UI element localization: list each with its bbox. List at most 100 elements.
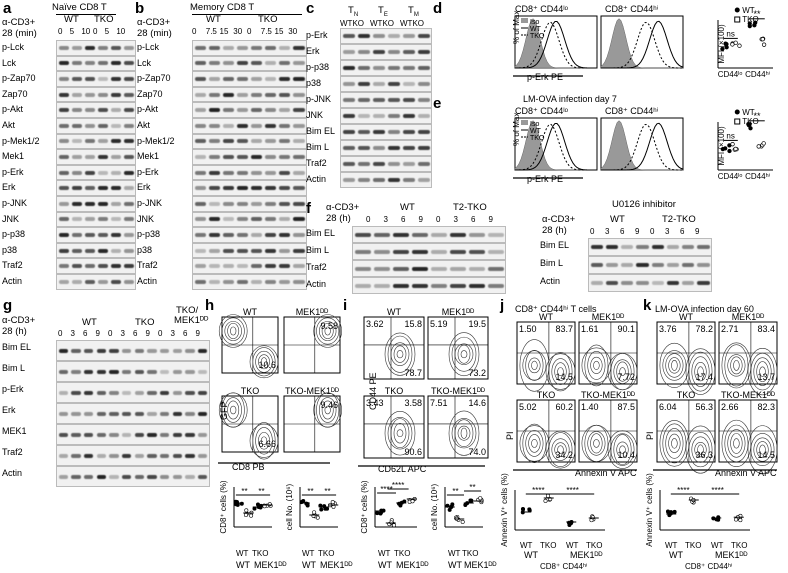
blot-band xyxy=(84,170,95,175)
blot-row-label: p-Erk xyxy=(2,384,24,394)
blot-row-label: Bim EL xyxy=(2,342,32,352)
blot-band xyxy=(134,411,145,416)
blot-band xyxy=(417,162,430,166)
y-label: Annexin V⁺ cells (%) xyxy=(500,473,509,547)
blot-band xyxy=(97,61,108,66)
time-label: 10 xyxy=(116,27,126,36)
blot-band xyxy=(293,139,305,144)
blot-band xyxy=(71,369,81,374)
blot-row-label: Mek1 xyxy=(137,151,160,162)
blot-band xyxy=(222,108,234,113)
blot-band xyxy=(123,154,134,159)
contour xyxy=(258,354,270,370)
blot-band xyxy=(265,154,277,159)
h-x-label: CD8 PB xyxy=(232,462,265,472)
blot-band xyxy=(84,186,95,191)
contour xyxy=(460,427,468,439)
contour xyxy=(528,434,541,453)
data-point xyxy=(756,144,761,149)
blot-strip xyxy=(340,140,432,156)
blot-band xyxy=(411,283,428,288)
blot-band xyxy=(293,45,305,50)
quadrant-value: 2.66 xyxy=(721,402,739,412)
contour xyxy=(321,322,334,340)
blot-band xyxy=(97,186,108,191)
blot-band xyxy=(279,76,291,81)
blot-band xyxy=(372,114,385,118)
blot-band xyxy=(293,201,305,206)
blot-band xyxy=(197,453,208,458)
quadrant-value: 14.5 xyxy=(555,372,573,382)
contour xyxy=(756,361,769,382)
blot-band xyxy=(387,114,400,118)
contour xyxy=(551,438,570,461)
blot-band xyxy=(342,162,355,166)
contour xyxy=(313,314,342,348)
contour xyxy=(691,356,710,387)
blot-strip xyxy=(192,133,307,150)
panel-a-stim: α-CD3+ xyxy=(2,17,36,28)
blot-band xyxy=(357,34,370,38)
iso-histogram xyxy=(600,18,683,69)
blot-band xyxy=(84,45,95,50)
blot-band xyxy=(402,130,415,134)
sig-label: **** xyxy=(532,486,544,495)
contour xyxy=(255,350,273,373)
flow-plot-title: MEK1ᴰᴰ xyxy=(442,307,475,317)
blot-band xyxy=(357,98,370,102)
data-point xyxy=(761,141,766,146)
blot-band xyxy=(265,108,277,113)
contour xyxy=(685,348,716,395)
blot-band xyxy=(222,92,234,97)
contour xyxy=(613,434,632,465)
blot-band xyxy=(265,201,277,206)
blot-row-label: Actin xyxy=(2,468,23,478)
blot-band xyxy=(449,232,466,237)
panel-f-wt: WT xyxy=(400,202,415,213)
blot-band xyxy=(605,263,618,267)
blot-row-label: p38 xyxy=(2,244,18,255)
blot-band xyxy=(265,45,277,50)
contour xyxy=(590,356,603,374)
blot-band xyxy=(236,92,248,97)
blot-row-label: p-p38 xyxy=(306,62,330,72)
blot-strip xyxy=(340,92,432,108)
blot-band xyxy=(354,249,371,254)
quadrant-value: 2.71 xyxy=(721,324,739,334)
tko-histogram xyxy=(514,123,598,171)
blot-row-label: p-JNK xyxy=(137,198,163,208)
ns-label: ns xyxy=(726,29,734,38)
data-point xyxy=(730,142,735,147)
blot-strip xyxy=(192,242,307,259)
sig-label: ** xyxy=(324,487,330,496)
blot-row-label: Bim L xyxy=(540,258,564,268)
blot-row-label: p-Mek1/2 xyxy=(137,135,175,146)
blot-band xyxy=(123,76,134,81)
sig-label: ** xyxy=(452,487,458,496)
x-tick: WT xyxy=(236,549,249,558)
blot-band xyxy=(402,162,415,166)
blot-band xyxy=(236,248,248,253)
blot-band xyxy=(110,217,121,222)
blot-band xyxy=(251,248,263,253)
time-label: 6 xyxy=(471,215,476,224)
group-label: MEK1ᴰᴰ xyxy=(254,560,287,570)
blot-row-label: Akt xyxy=(137,120,151,130)
blot-strip xyxy=(192,258,307,274)
blot-band xyxy=(411,266,428,271)
legend-wt: WT xyxy=(530,128,542,135)
blot-band xyxy=(110,154,121,159)
blot-band xyxy=(123,170,134,175)
contour xyxy=(587,431,606,456)
blot-band xyxy=(185,474,195,479)
blot-band xyxy=(96,369,107,374)
blot-band xyxy=(185,369,195,374)
contour xyxy=(390,418,410,449)
blot-band xyxy=(58,369,69,374)
contour xyxy=(224,321,242,341)
contour xyxy=(619,367,626,376)
sig-label: ** xyxy=(469,483,475,492)
blot-band xyxy=(605,245,618,249)
